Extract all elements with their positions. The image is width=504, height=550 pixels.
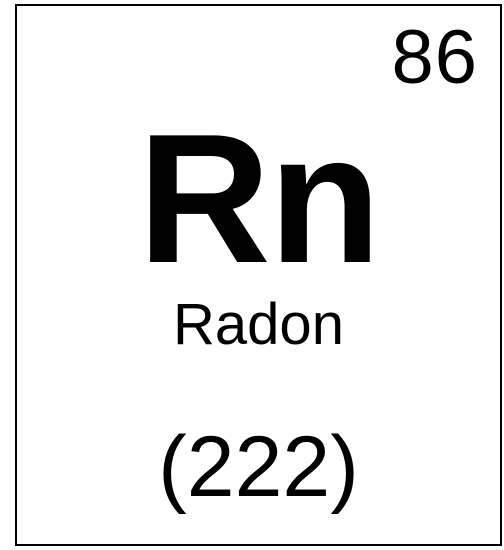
atomic-number: 86	[391, 15, 478, 100]
element-symbol: Rn	[137, 95, 381, 301]
element-tile: 86 Rn Radon (222)	[15, 4, 502, 546]
atomic-mass: (222)	[158, 419, 359, 515]
element-name: Radon	[173, 292, 344, 357]
